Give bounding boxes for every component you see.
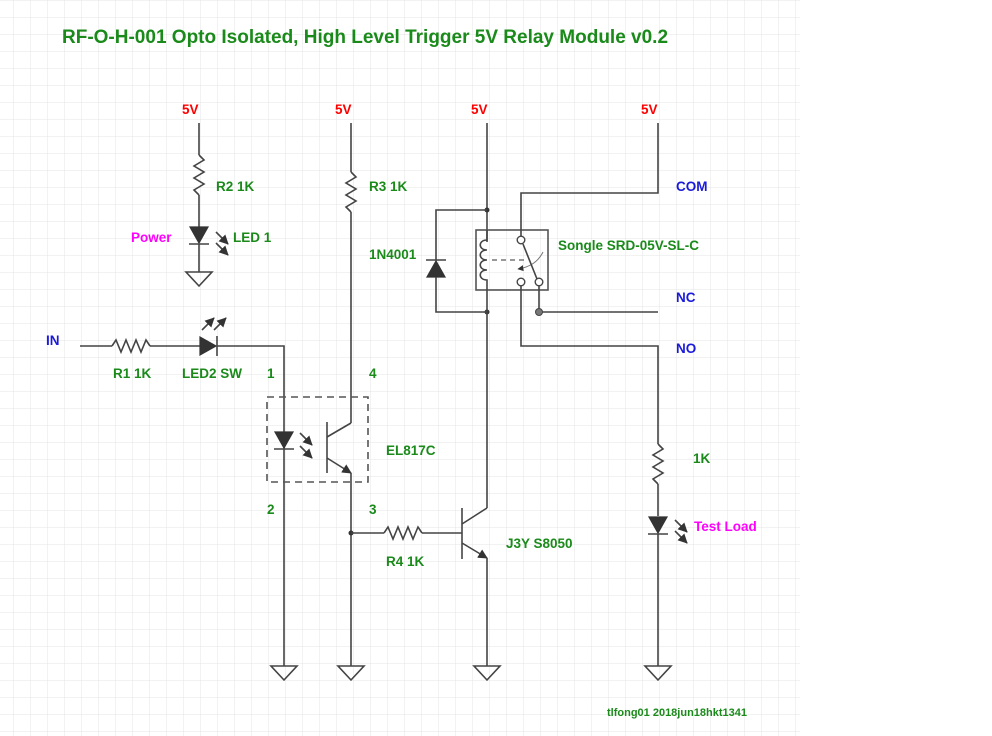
r3-label: R3 1K [369, 179, 408, 194]
relay-label: Songle SRD-05V-SL-C [558, 238, 699, 253]
ground-icon [269, 665, 299, 682]
author-date-stamp: tlfong01 2018jun18hkt1341 [607, 707, 747, 719]
load-resistor-label: 1K [693, 451, 711, 466]
relay-return-arrow [517, 251, 544, 272]
grid-background [0, 0, 800, 736]
supply-label-5v: 5V [335, 102, 352, 117]
transistor-label: J3Y S8050 [506, 536, 573, 551]
wire [520, 123, 659, 236]
relay-switch-blade [522, 243, 538, 280]
r1-label: R1 1K [113, 366, 152, 381]
r4-label: R4 1K [386, 554, 425, 569]
power-led-branch: 5V R2 1K Power LED 1 [131, 102, 272, 288]
ground-icon [184, 271, 214, 288]
com-terminal-label: COM [676, 179, 708, 194]
supply-label-5v: 5V [182, 102, 199, 117]
relay-coil-icon [479, 230, 488, 290]
diode-label: 1N4001 [369, 247, 417, 262]
resistor-r4 [383, 524, 423, 542]
test-load-label: Test Load [694, 519, 757, 534]
wire [520, 286, 659, 444]
opto-phototransistor-icon [326, 422, 352, 474]
input-branch: IN R1 1K LED2 SW 1 4 [46, 317, 377, 666]
opto-package-outline [266, 396, 369, 483]
diagram-title: RF-O-H-001 Opto Isolated, High Level Tri… [62, 27, 668, 48]
resistor-r3 [344, 171, 358, 213]
power-indicator-label: Power [131, 230, 172, 245]
no-terminal-label: NO [676, 341, 696, 356]
opto-pin-2: 2 [267, 502, 275, 517]
ground-icon [643, 665, 673, 682]
led2-label: LED2 SW [182, 366, 242, 381]
led1-icon [188, 226, 229, 256]
wire [217, 345, 285, 666]
relay-no-contact [516, 277, 526, 287]
opto-label: EL817C [386, 443, 436, 458]
resistor-r1 [111, 337, 151, 355]
relay-nc-contact [534, 277, 544, 287]
r2-label: R2 1K [216, 179, 255, 194]
relay-outline [475, 229, 549, 291]
nc-terminal-dot [535, 308, 543, 316]
resistor-load [651, 443, 665, 485]
r3-branch: 5V R3 1K [335, 102, 408, 423]
wire [435, 277, 487, 313]
optocoupler-el817c: EL817C [266, 396, 436, 483]
transistor-s8050-icon [461, 507, 488, 559]
opto-pin-4: 4 [369, 366, 377, 381]
supply-label-5v: 5V [641, 102, 658, 117]
opto-pin-1: 1 [267, 366, 275, 381]
supply-label-5v: 5V [471, 102, 488, 117]
input-signal-label: IN [46, 333, 60, 348]
ground-icon [472, 665, 502, 682]
ground-icon [336, 665, 366, 682]
resistor-r2 [192, 154, 206, 196]
led1-label: LED 1 [233, 230, 272, 245]
relay-songle [475, 229, 549, 508]
test-load-led-icon [647, 516, 688, 544]
relay-com-contact [516, 235, 526, 245]
opto-pin-3: 3 [369, 502, 377, 517]
wire [435, 209, 487, 260]
nc-terminal-label: NC [676, 290, 696, 305]
opto-led-icon [273, 431, 313, 459]
